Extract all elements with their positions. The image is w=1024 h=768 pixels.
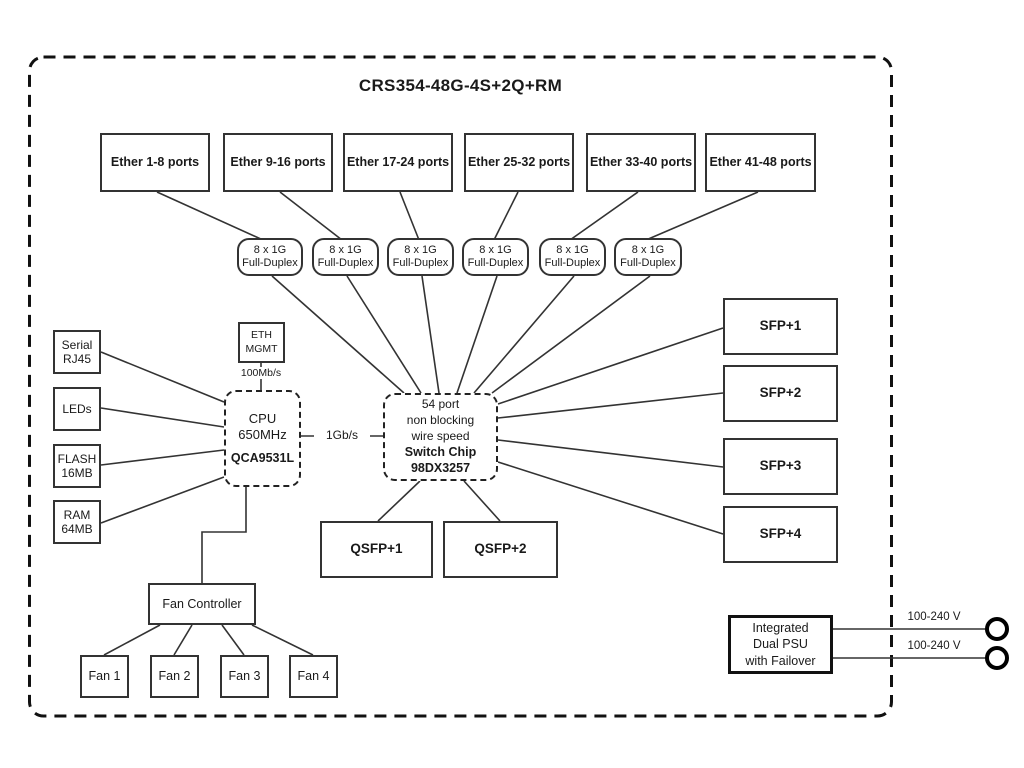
ether-group-box-2: Ether 9-16 ports [223, 133, 333, 192]
switch-chip-line1: 54 port [421, 397, 460, 412]
duplex-line2: Full-Duplex [620, 257, 676, 269]
duplex-line2: Full-Duplex [317, 257, 374, 269]
duplex-lane-box-1: 8 x 1G Full-Duplex [237, 238, 303, 276]
power-sockets [985, 617, 1009, 670]
duplex-line1: 8 x 1G [556, 243, 589, 256]
fan-controller-label: Fan Controller [162, 596, 242, 611]
cpu-switch-link-speed-label: 1Gb/s [314, 428, 370, 442]
power-input-label-1: 100-240 V [907, 611, 961, 623]
fan3-box: Fan 3 [220, 655, 269, 698]
module-line1: Serial [61, 337, 93, 352]
ether-group-box-3: Ether 17-24 ports [343, 133, 453, 192]
sfp3-box: SFP+3 [723, 438, 838, 495]
module-line2: 16MB [61, 466, 93, 480]
eth-mgmt-line2: MGMT [245, 342, 278, 355]
sfp4-box: SFP+4 [723, 506, 838, 563]
sfp-label: SFP+4 [759, 526, 802, 542]
duplex-line2: Full-Duplex [467, 257, 524, 269]
ether-group-box-5: Ether 33-40 ports [586, 133, 696, 192]
module-line1: RAM [63, 507, 91, 522]
mgmt-link-speed-label: 100Mb/s [232, 367, 290, 379]
psu-line3: with Failover [745, 653, 816, 668]
duplex-line2: Full-Duplex [392, 257, 449, 269]
qsfp2-box: QSFP+2 [443, 521, 558, 578]
power-socket-icon [985, 646, 1009, 670]
module-line2: 64MB [61, 522, 93, 536]
sfp2-box: SFP+2 [723, 365, 838, 422]
switch-chip-name: Switch Chip [404, 445, 477, 460]
ether-group-box-6: Ether 41-48 ports [705, 133, 816, 192]
sfp1-box: SFP+1 [723, 298, 838, 355]
wire-group [100, 191, 987, 659]
flash-box: FLASH 16MB [53, 444, 101, 488]
ether-group-label: Ether 17-24 ports [346, 155, 450, 169]
ether-group-label: Ether 41-48 ports [709, 155, 812, 169]
fan-controller-box: Fan Controller [148, 583, 256, 625]
chassis-dashed-border [28, 55, 893, 718]
fan4-box: Fan 4 [289, 655, 338, 698]
fan-label: Fan 1 [88, 669, 121, 683]
qsfp1-box: QSFP+1 [320, 521, 433, 578]
fan1-box: Fan 1 [80, 655, 129, 698]
psu-line1: Integrated [752, 621, 809, 636]
duplex-line1: 8 x 1G [479, 243, 512, 256]
serial-rj45-box: Serial RJ45 [53, 330, 101, 374]
qsfp-label: QSFP+1 [350, 541, 403, 557]
module-line2: RJ45 [62, 352, 91, 366]
leds-box: LEDs [53, 387, 101, 431]
eth-mgmt-line1: ETH [251, 329, 272, 342]
psu-line2: Dual PSU [753, 637, 808, 652]
psu-box: Integrated Dual PSU with Failover [728, 615, 833, 674]
cpu-box: CPU 650MHz QCA9531L [224, 390, 301, 487]
switch-chip-box: 54 port non blocking wire speed Switch C… [383, 393, 498, 481]
ram-box: RAM 64MB [53, 500, 101, 544]
duplex-lane-box-4: 8 x 1G Full-Duplex [462, 238, 529, 276]
module-line1: LEDs [62, 401, 92, 416]
sfp-label: SFP+3 [759, 458, 802, 474]
duplex-line2: Full-Duplex [544, 257, 601, 269]
fan-label: Fan 3 [228, 669, 261, 683]
cpu-frequency: 650MHz [238, 426, 287, 442]
ether-group-label: Ether 9-16 ports [230, 155, 326, 169]
eth-mgmt-box: ETH MGMT [238, 322, 285, 363]
fan-label: Fan 2 [158, 669, 191, 683]
ether-group-label: Ether 33-40 ports [589, 155, 693, 169]
module-line1: FLASH [57, 451, 97, 466]
sfp-label: SFP+2 [759, 385, 802, 401]
cpu-model: QCA9531L [230, 451, 295, 466]
duplex-line2: Full-Duplex [242, 257, 298, 269]
ether-group-label: Ether 1-8 ports [110, 155, 200, 169]
fan-label: Fan 4 [297, 669, 330, 683]
switch-chip-line2: non blocking [406, 412, 475, 427]
power-socket-icon [985, 617, 1009, 641]
ether-group-box-1: Ether 1-8 ports [100, 133, 210, 192]
qsfp-label: QSFP+2 [474, 541, 527, 557]
duplex-lane-box-5: 8 x 1G Full-Duplex [539, 238, 606, 276]
fan2-box: Fan 2 [150, 655, 199, 698]
duplex-line1: 8 x 1G [329, 243, 362, 256]
duplex-line1: 8 x 1G [631, 243, 665, 256]
duplex-line1: 8 x 1G [404, 243, 437, 256]
duplex-lane-box-3: 8 x 1G Full-Duplex [387, 238, 454, 276]
sfp-label: SFP+1 [759, 318, 802, 334]
duplex-line1: 8 x 1G [253, 243, 287, 256]
duplex-lane-box-2: 8 x 1G Full-Duplex [312, 238, 379, 276]
duplex-lane-box-6: 8 x 1G Full-Duplex [614, 238, 682, 276]
ether-group-label: Ether 25-32 ports [467, 155, 571, 169]
ether-group-box-4: Ether 25-32 ports [464, 133, 574, 192]
cpu-label: CPU [248, 410, 277, 426]
power-input-label-2: 100-240 V [907, 640, 961, 652]
diagram-title: CRS354-48G-4S+2Q+RM [358, 76, 563, 95]
switch-chip-model: 98DX3257 [410, 461, 471, 476]
switch-chip-line3: wire speed [411, 428, 470, 443]
